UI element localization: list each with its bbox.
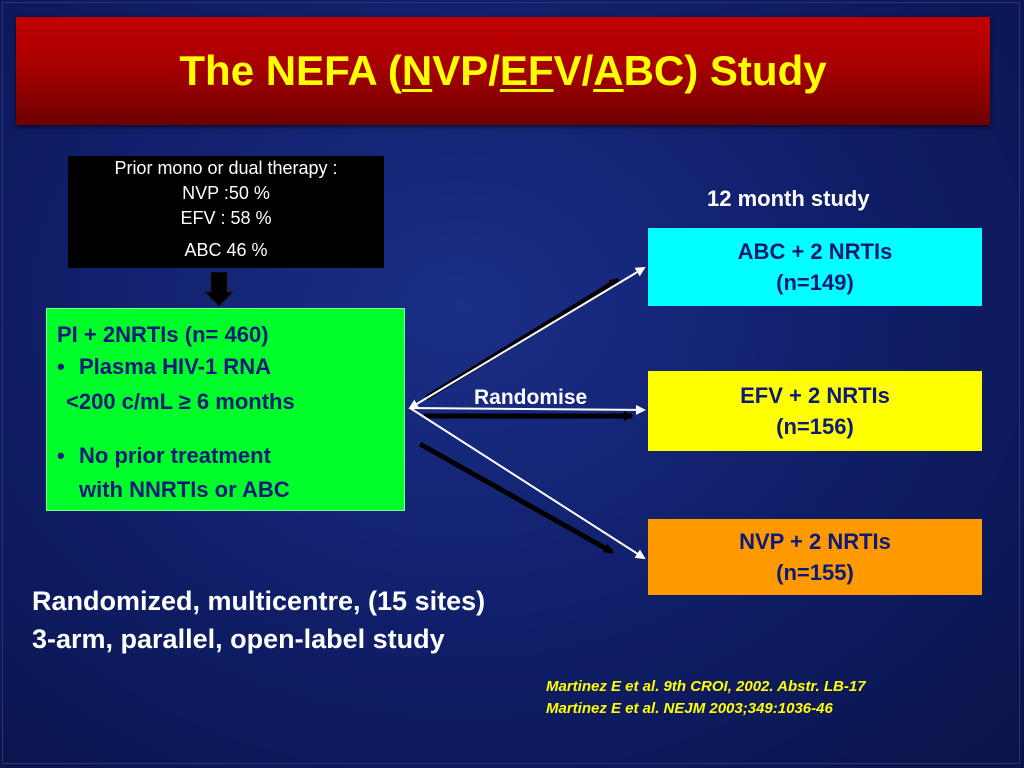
population-criterion-rna: Plasma HIV-1 RNA	[79, 354, 271, 379]
prior-therapy-abc: ABC 46 %	[184, 240, 268, 260]
study-duration-label: 12 month study	[707, 186, 870, 211]
arm-nvp-regimen: NVP + 2 NRTIs	[739, 529, 891, 554]
bullet-icon: •	[57, 443, 65, 468]
arm-efv-regimen: EFV + 2 NRTIs	[740, 383, 890, 408]
down-arrow-icon	[204, 272, 234, 307]
reference-1: Martinez E et al. 9th CROI, 2002. Abstr.…	[546, 678, 866, 695]
population-criterion-threshold: <200 c/mL ≥ 6 months	[66, 389, 295, 414]
prior-therapy-nvp: NVP :50 %	[182, 183, 270, 203]
arrow-to-efv-arm	[409, 404, 646, 415]
study-design-line-1: Randomized, multicentre, (15 sites)	[32, 586, 486, 616]
shadow-arrow-nvp	[418, 441, 614, 555]
population-criterion-prior: No prior treatment	[79, 443, 271, 468]
arm-abc-count: (n=149)	[776, 270, 854, 295]
title-vp: VP/	[432, 47, 500, 94]
arrow-to-nvp-arm	[409, 407, 646, 560]
population-criterion-nnrti: with NNRTIs or ABC	[79, 477, 290, 502]
title-a-underlined: A	[593, 47, 624, 94]
arrow-to-abc-arm	[408, 266, 646, 410]
prior-therapy-box: Prior mono or dual therapy : NVP :50 % E…	[68, 156, 384, 268]
randomise-label: Randomise	[474, 386, 588, 409]
title-suffix: BC) Study	[623, 47, 827, 94]
title-prefix: The NEFA (	[179, 47, 402, 94]
population-regimen: PI + 2NRTIs (n= 460)	[57, 322, 269, 347]
references: Martinez E et al. 9th CROI, 2002. Abstr.…	[546, 676, 866, 720]
arm-efv-box: EFV + 2 NRTIs (n=156)	[648, 371, 982, 451]
prior-therapy-efv: EFV : 58 %	[180, 208, 272, 228]
arm-nvp-box: NVP + 2 NRTIs (n=155)	[648, 519, 982, 595]
arm-nvp-count: (n=155)	[776, 560, 854, 585]
arm-efv-count: (n=156)	[776, 414, 854, 439]
title-v: V/	[553, 47, 594, 94]
title-ef-underlined: EF	[499, 47, 554, 94]
bullet-icon: •	[57, 354, 65, 379]
reference-2: Martinez E et al. NEJM 2003;349:1036-46	[546, 700, 833, 717]
study-design-line-2: 3-arm, parallel, open-label study	[32, 624, 445, 654]
study-design-text: Randomized, multicentre, (15 sites) 3-ar…	[32, 582, 485, 658]
title-n-underlined: N	[401, 47, 433, 94]
arm-abc-box: ABC + 2 NRTIs (n=149)	[648, 228, 982, 306]
arm-abc-regimen: ABC + 2 NRTIs	[737, 239, 893, 264]
study-population-box: PI + 2NRTIs (n= 460) • Plasma HIV-1 RNA …	[46, 308, 405, 511]
prior-therapy-heading: Prior mono or dual therapy :	[114, 158, 338, 178]
